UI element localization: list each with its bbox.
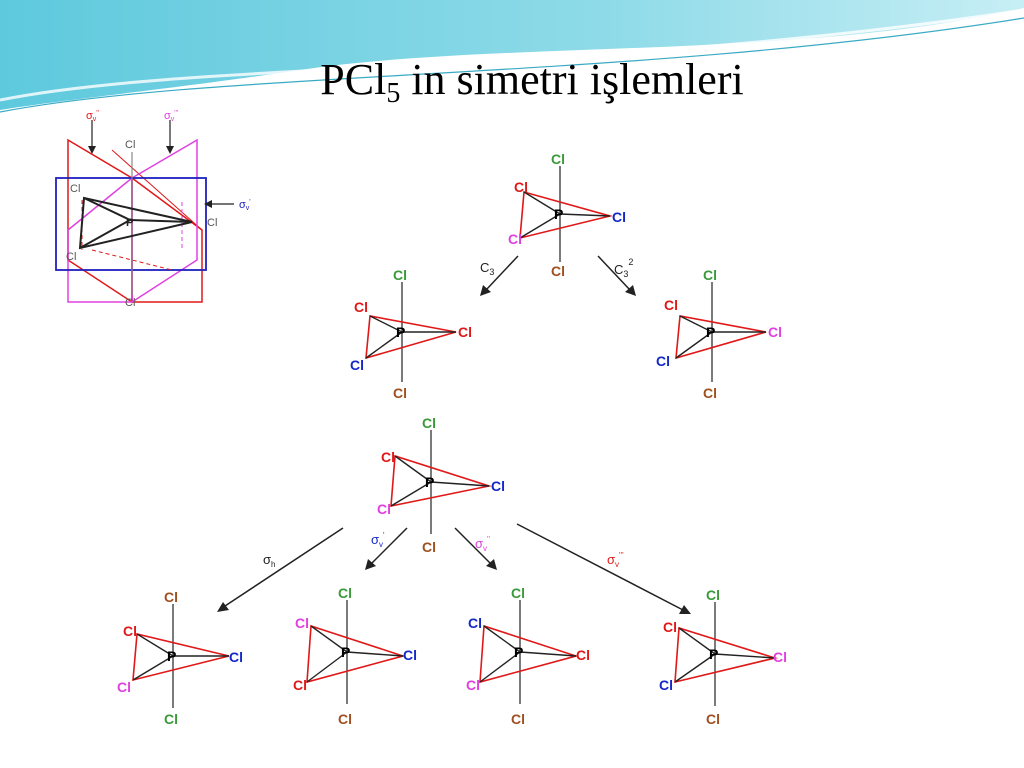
svg-text:Cl: Cl (422, 415, 436, 431)
svg-text:Cl: Cl (468, 615, 482, 631)
header-wave (0, 0, 1024, 113)
svg-text:P: P (167, 648, 176, 664)
svg-text:Cl: Cl (123, 623, 137, 639)
sigma-v2-label: σv'' (86, 110, 99, 123)
svg-text:P: P (425, 474, 434, 490)
svg-text:P: P (341, 644, 350, 660)
svg-text:Cl: Cl (377, 501, 391, 517)
svg-text:Cl: Cl (338, 711, 352, 727)
svg-text:P: P (514, 644, 523, 660)
molecule-after-sigma-v1: P Cl Cl Cl Cl Cl (293, 585, 417, 727)
svg-text:Cl: Cl (164, 711, 178, 727)
svg-text:Cl: Cl (491, 478, 505, 494)
planes-diagram: σv'' σv''' σv' Cl Cl Cl Cl Cl P (52, 110, 262, 310)
svg-text:Cl: Cl (381, 449, 395, 465)
atom-cl-lower-left: Cl (66, 251, 76, 263)
molecule-c3-original: P Cl Cl Cl Cl Cl (508, 151, 626, 279)
atom-p: P (126, 217, 133, 229)
molecule-after-sigma-v2: P Cl Cl Cl Cl Cl (466, 585, 590, 727)
sigma-v1-op-label: σv' (371, 531, 385, 549)
molecule-after-sigma-v3: P Cl Cl Cl Cl Cl (659, 587, 787, 727)
svg-text:Cl: Cl (551, 263, 565, 279)
atom-cl-bottom: Cl (125, 297, 135, 309)
svg-text:P: P (396, 324, 405, 340)
svg-text:Cl: Cl (659, 677, 673, 693)
svg-text:P: P (706, 324, 715, 340)
svg-text:Cl: Cl (117, 679, 131, 695)
svg-text:Cl: Cl (511, 585, 525, 601)
svg-text:Cl: Cl (768, 324, 782, 340)
svg-text:Cl: Cl (422, 539, 436, 555)
svg-text:P: P (554, 206, 563, 222)
svg-text:Cl: Cl (656, 353, 670, 369)
atom-cl-top: Cl (125, 139, 135, 151)
sigma-v2-op-label: σv'' (475, 535, 491, 553)
svg-text:Cl: Cl (350, 357, 364, 373)
svg-text:Cl: Cl (393, 385, 407, 401)
c3-squared-label: C32 (614, 257, 633, 279)
slide-title: PCl5 in simetri işlemleri (320, 55, 744, 109)
reflection-diagram: P Cl Cl Cl Cl Cl σh σv' σv'' σv''' P Cl … (115, 410, 795, 732)
svg-text:Cl: Cl (514, 179, 528, 195)
svg-text:Cl: Cl (508, 231, 522, 247)
atom-cl-left: Cl (70, 183, 80, 195)
svg-text:Cl: Cl (664, 297, 678, 313)
sigma-h-label: σh (263, 552, 275, 569)
svg-text:Cl: Cl (551, 151, 565, 167)
svg-text:Cl: Cl (295, 615, 309, 631)
svg-text:Cl: Cl (706, 711, 720, 727)
sigma-v1-label: σv' (239, 199, 251, 212)
molecule-after-sigma-h: P Cl Cl Cl Cl Cl (117, 589, 243, 727)
svg-text:Cl: Cl (403, 647, 417, 663)
svg-text:Cl: Cl (511, 711, 525, 727)
svg-text:Cl: Cl (703, 385, 717, 401)
svg-text:Cl: Cl (612, 209, 626, 225)
svg-text:Cl: Cl (164, 589, 178, 605)
molecule-after-c3-squared: P Cl Cl Cl Cl Cl (656, 267, 782, 401)
molecule-reflection-original: P Cl Cl Cl Cl Cl (377, 415, 505, 555)
svg-text:P: P (709, 646, 718, 662)
svg-text:Cl: Cl (338, 585, 352, 601)
svg-text:Cl: Cl (706, 587, 720, 603)
c3-rotation-diagram: P Cl Cl Cl Cl Cl C3 C32 P Cl Cl Cl Cl Cl… (350, 151, 785, 406)
svg-text:Cl: Cl (466, 677, 480, 693)
sigma-v3-op-label: σv''' (607, 551, 624, 569)
svg-text:Cl: Cl (703, 267, 717, 283)
c3-label: C3 (480, 260, 494, 277)
svg-text:Cl: Cl (663, 619, 677, 635)
molecule-after-c3: P Cl Cl Cl Cl Cl (350, 267, 472, 401)
svg-text:Cl: Cl (576, 647, 590, 663)
svg-text:Cl: Cl (293, 677, 307, 693)
svg-text:Cl: Cl (354, 299, 368, 315)
sigma-v3-label: σv''' (164, 110, 178, 123)
svg-text:Cl: Cl (393, 267, 407, 283)
svg-text:Cl: Cl (458, 324, 472, 340)
svg-text:Cl: Cl (773, 649, 787, 665)
atom-cl-right: Cl (207, 217, 217, 229)
svg-text:Cl: Cl (229, 649, 243, 665)
